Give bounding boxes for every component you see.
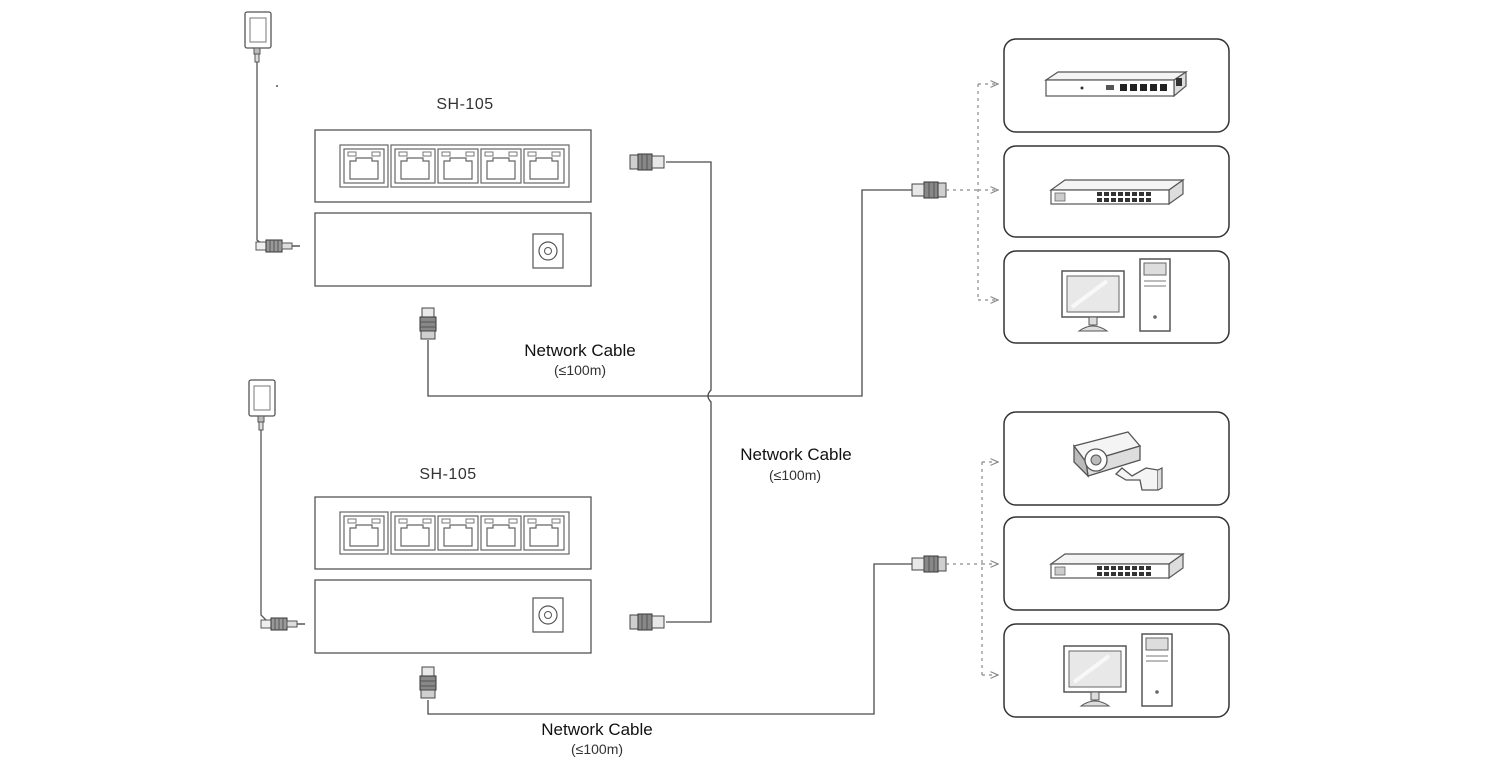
rj45-plug-icon (419, 307, 437, 340)
rj45-plug-icon (629, 613, 665, 631)
device-box-pc-top (1003, 250, 1230, 344)
rj45-plug-icon (911, 555, 947, 573)
stray-dot (276, 85, 278, 87)
cable-bottom-distance: (≤100m) (570, 741, 624, 757)
cctv-camera-icon (1072, 431, 1163, 491)
cable-middle-line (666, 161, 712, 623)
power-adapter-icon (248, 379, 276, 431)
switch-top (314, 129, 592, 287)
cable-top-distance: (≤100m) (553, 362, 607, 378)
power-adapter-icon (244, 11, 272, 63)
cable-bottom-label: Network Cable (541, 720, 653, 739)
switch-icon (1050, 553, 1184, 579)
rj45-plug-icon (419, 666, 437, 699)
device-box-switch-top (1003, 145, 1230, 238)
switch-icon (1050, 179, 1184, 205)
rj45-plug-icon (911, 181, 947, 199)
switch-bottom-model-label: SH-105 (419, 466, 477, 483)
cable-middle-label: Network Cable (740, 445, 852, 464)
fanout-top (946, 84, 998, 300)
dc-plug-icon (260, 617, 306, 631)
cable-middle-distance: (≤100m) (768, 467, 822, 483)
adapter-bottom (248, 379, 306, 631)
switch-top-model-label: SH-105 (436, 96, 494, 113)
cable-top-label: Network Cable (524, 341, 636, 360)
device-box-switch-bottom (1003, 516, 1230, 611)
fanout-bottom (946, 462, 998, 675)
router-icon (1044, 70, 1188, 98)
adapter-top (244, 11, 301, 253)
rj45-plug-icon (629, 153, 665, 171)
device-box-router (1003, 38, 1230, 133)
device-box-camera (1003, 411, 1230, 506)
cable-bottom-line (427, 563, 912, 715)
dc-plug-icon (255, 239, 301, 253)
device-box-pc-bottom (1003, 623, 1230, 718)
switch-bottom (314, 496, 592, 654)
cable-top-line (427, 189, 912, 397)
